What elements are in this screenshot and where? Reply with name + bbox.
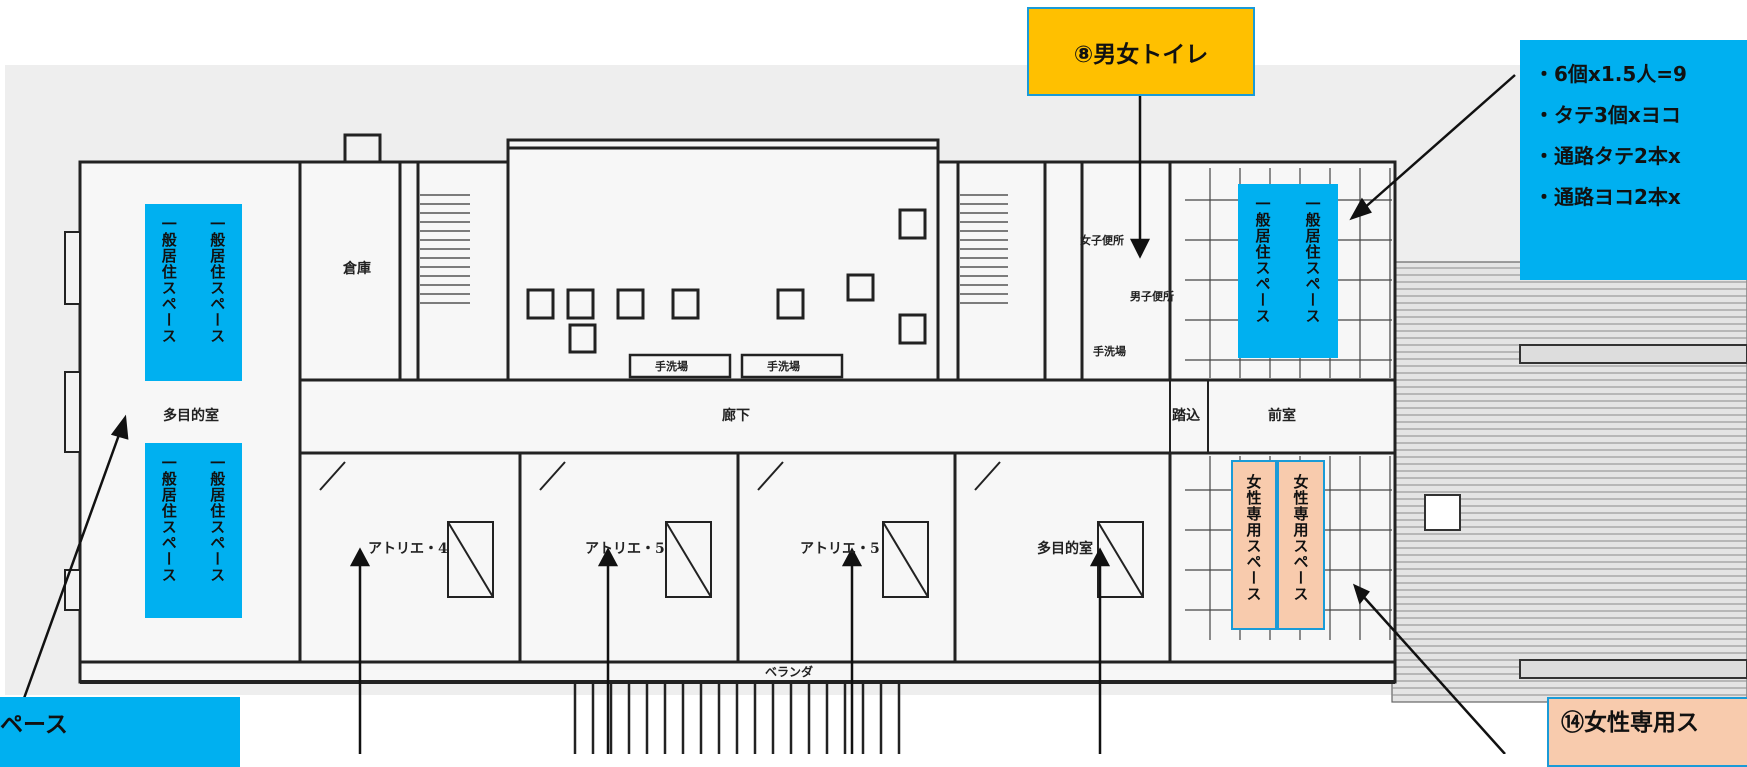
room-multipurpose-left: 多目的室 [163, 408, 219, 424]
general-space-label: 一般居住スペース [1253, 196, 1272, 324]
room-veranda: ベランダ [765, 665, 814, 679]
room-wash-3: 手洗場 [1093, 345, 1126, 358]
general-space-label: 一般居住スペース [1303, 196, 1322, 324]
female-space-left: 女性専用スペース [1231, 460, 1277, 630]
deck [1391, 261, 1747, 703]
female-space-right: 女性専用スペース [1277, 460, 1325, 630]
general-space-label: 一般居住スペース [159, 216, 178, 344]
general-space-bottom-left: 一般居住スペース 一般居住スペース [145, 443, 242, 618]
spec-line: ・6個x1.5人=9 [1534, 62, 1687, 86]
room-atelier-5a: アトリエ・5 [585, 541, 665, 557]
toilet-callout: ⑧男女トイレ [1027, 7, 1255, 96]
spec-line: ・通路ヨコ2本x [1534, 185, 1681, 209]
general-space-right: 一般居住スペース 一般居住スペース [1238, 184, 1338, 358]
general-space-label: 一般居住スペース [159, 455, 178, 583]
general-space-top-left: 一般居住スペース 一般居住スペース [145, 204, 242, 381]
spec-line: ・タテ3個xヨコ [1534, 103, 1681, 127]
room-anteroom: 前室 [1268, 408, 1296, 424]
room-storage: 倉庫 [343, 261, 371, 277]
female-space-label: 女性専用スペース [1244, 474, 1263, 602]
female-space-callout: ⑭女性専用ス [1547, 697, 1747, 767]
spec-line: ・通路タテ2本x [1534, 144, 1681, 168]
general-space-callout: ペース [0, 697, 240, 767]
room-wash-1: 手洗場 [655, 360, 688, 373]
room-atelier-4: アトリエ・4 [368, 541, 448, 557]
room-atelier-5b: アトリエ・5 [800, 541, 880, 557]
room-wash-2: 手洗場 [767, 360, 800, 373]
room-mens-toilet: 男子便所 [1130, 290, 1174, 303]
room-entrance: 踏込 [1172, 408, 1200, 424]
general-space-label: 一般居住スペース [208, 455, 227, 583]
capacity-spec-callout: ・6個x1.5人=9 ・タテ3個xヨコ ・通路タテ2本x ・通路ヨコ2本x [1520, 40, 1747, 280]
room-corridor: 廊下 [722, 408, 750, 424]
general-space-label: 一般居住スペース [208, 216, 227, 344]
female-space-label: 女性専用スペース [1291, 474, 1310, 602]
room-multipurpose-right: 多目的室 [1037, 541, 1093, 557]
room-womens-toilet: 女子便所 [1080, 234, 1124, 247]
